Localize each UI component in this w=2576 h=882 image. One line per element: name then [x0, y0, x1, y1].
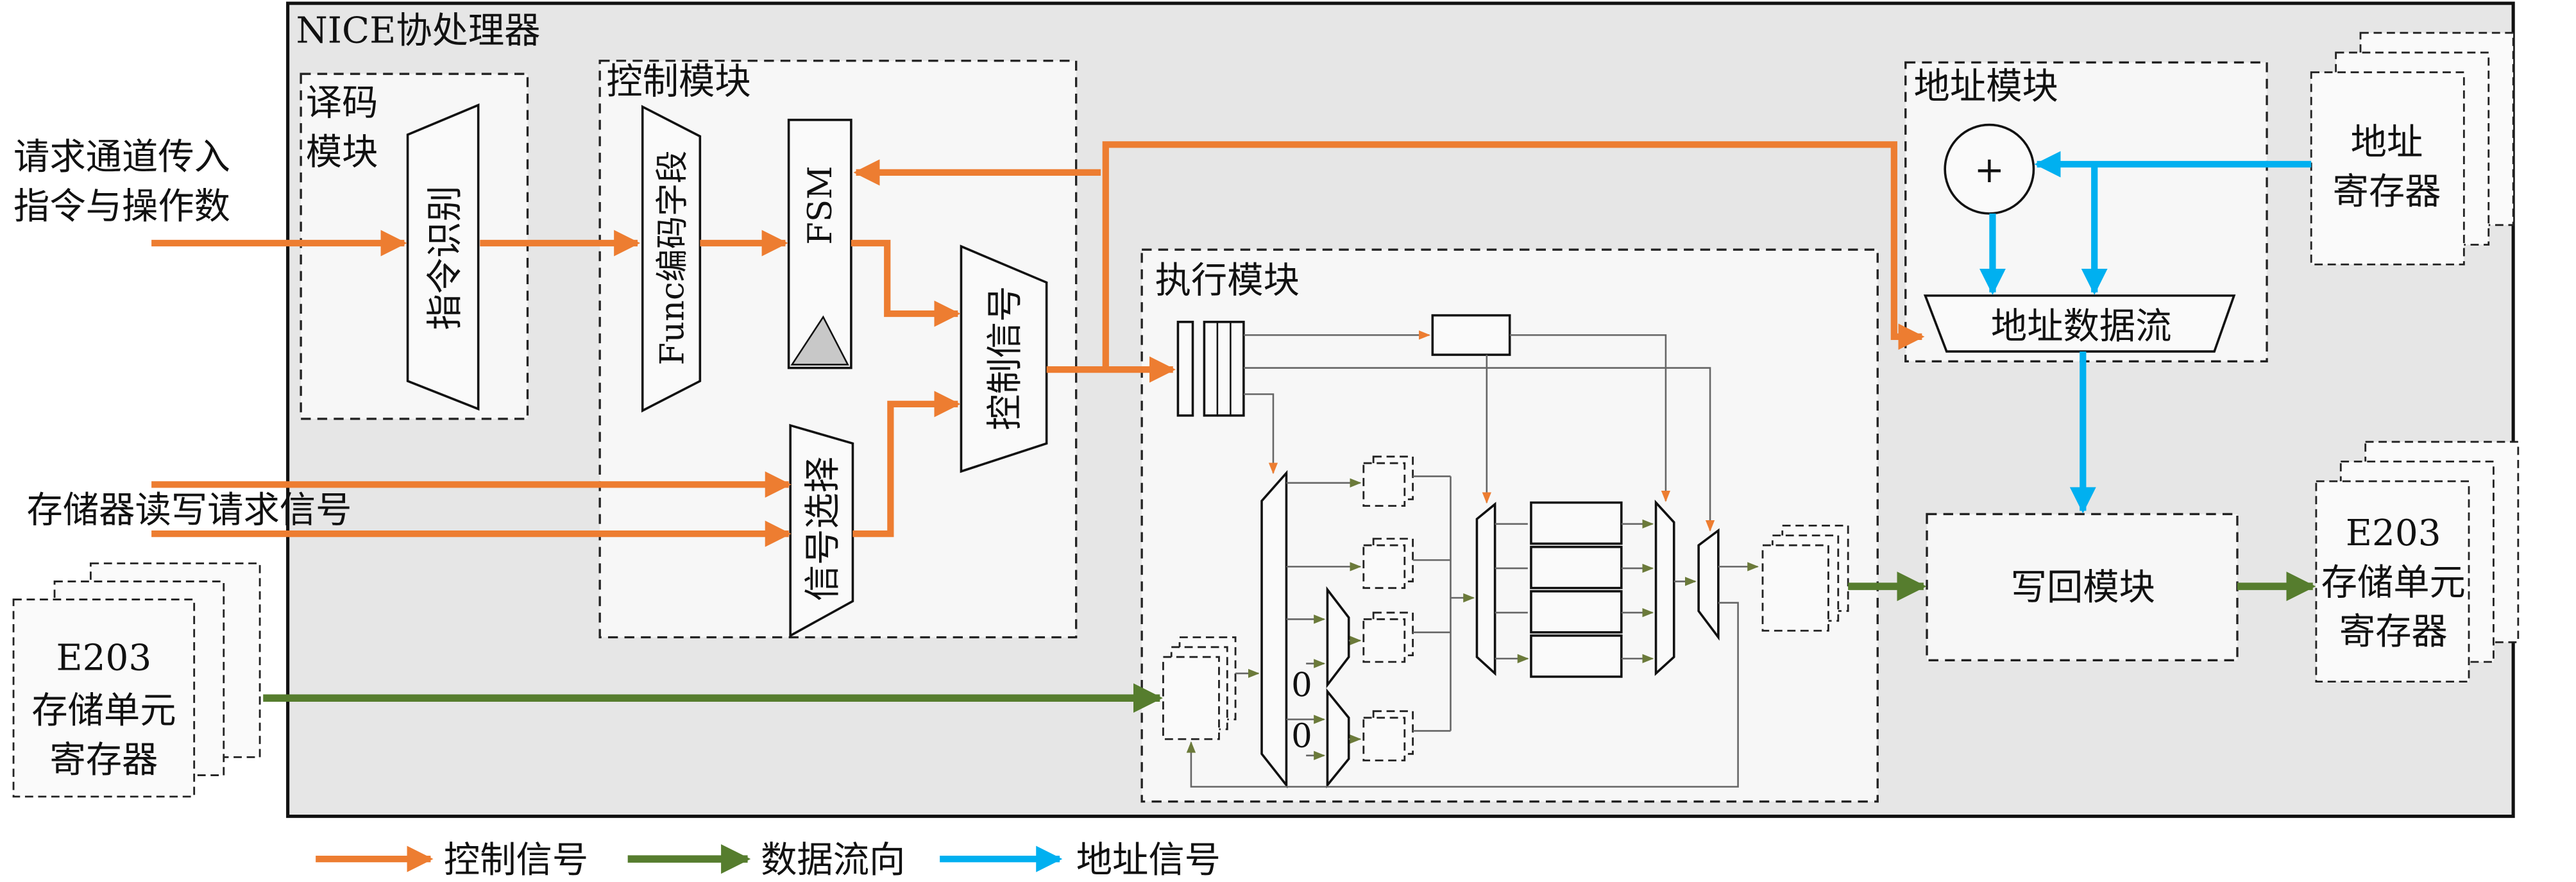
exec-wire: [1243, 393, 1278, 475]
fsm-clock-triangle-icon: [790, 315, 849, 366]
writeback-label: 写回模块: [2011, 567, 2155, 609]
mem-request-label: 存储器读写请求信号: [27, 489, 352, 531]
exec-output-stack-front: [1761, 544, 1829, 632]
exec-alu-1: [1530, 501, 1623, 545]
exec-wire: [1495, 523, 1528, 659]
control-signal-label: 控制信号: [985, 286, 1026, 430]
exec-mux-a: [1326, 586, 1350, 689]
exec-wire: [1243, 367, 1715, 532]
decode-label-1: 译码: [306, 82, 378, 124]
exec-feedback-wire: [1186, 602, 1739, 788]
control-to-address-arrow: [1102, 141, 1925, 370]
exec-alu-4: [1530, 634, 1623, 678]
request-input-label-2: 指令与操作数: [13, 186, 230, 228]
fsm-to-control-arrow: [851, 239, 961, 327]
exec-alu-3: [1530, 589, 1623, 634]
legend-control-label: 控制信号: [444, 840, 588, 881]
exec-opcode-register: [1176, 321, 1194, 417]
exec-mux-1: [1260, 470, 1288, 789]
buffer-stack-front: [1362, 544, 1406, 589]
exec-small-unit: [1431, 314, 1511, 356]
exec-wire: [1509, 334, 1671, 502]
func-field-label: Func编码字段: [654, 151, 692, 366]
exec-mux-3: [1654, 499, 1675, 676]
exec-buffer-stacks: [1362, 455, 1414, 761]
func-field-block: [641, 105, 702, 413]
exec-alu-2: [1530, 545, 1623, 589]
fsm-label: FSM: [801, 166, 840, 245]
exec-mux-2: [1475, 502, 1496, 676]
decode-label-2: 模块: [306, 131, 378, 173]
execute-label: 执行模块: [1155, 260, 1300, 301]
legend-address-label: 地址信号: [1076, 840, 1221, 881]
e203-right-label-1: E203: [2346, 513, 2441, 554]
zero-input-b: 0: [1291, 717, 1312, 756]
instr-recog-block: [406, 103, 480, 411]
exec-operand-register: [1203, 321, 1245, 417]
writeback-module: [1926, 513, 2239, 661]
exec-input-stack-front: [1162, 656, 1220, 740]
coprocessor-title: NICE协处理器: [296, 10, 540, 52]
buffer-stack-front: [1362, 618, 1406, 663]
control-label: 控制模块: [606, 61, 750, 103]
address-register-label-2: 寄存器: [2332, 171, 2441, 213]
buffer-stack-front: [1362, 717, 1406, 761]
e203-left-label-2: 存储单元: [31, 690, 176, 732]
legend: 控制信号 数据流向 地址信号: [316, 840, 1221, 881]
address-dataflow-label: 地址数据流: [1991, 305, 2172, 347]
signal-select-label: 信号选择: [802, 457, 843, 601]
e203-right-label-3: 寄存器: [2339, 611, 2448, 653]
address-register-front: [2310, 71, 2465, 266]
address-register-label-1: 地址: [2351, 122, 2423, 164]
e203-right-label-2: 存储单元: [2321, 562, 2466, 604]
buffer-stack-front: [1362, 462, 1406, 507]
e203-left-label-3: 寄存器: [49, 739, 158, 781]
legend-data-label: 数据流向: [761, 840, 905, 881]
exec-mux-4: [1697, 528, 1720, 641]
address-label: 地址模块: [1914, 66, 2058, 108]
request-input-label-1: 请求通道传入: [13, 137, 230, 178]
control-signal-block: [960, 244, 1048, 473]
signal-select-block: [789, 423, 854, 638]
zero-input-a: 0: [1291, 666, 1312, 705]
exec-bus: [1412, 475, 1452, 732]
address-dataflow-block: [1923, 294, 2236, 353]
adder-plus-icon: +: [1974, 149, 2004, 191]
instr-recog-label: 指令识别: [424, 185, 466, 330]
e203-left-label-1: E203: [56, 638, 152, 679]
exec-mux-b: [1326, 688, 1350, 788]
e203-left-front: [12, 598, 196, 798]
e203-right-front: [2315, 480, 2470, 683]
select-to-control-arrow: [852, 391, 961, 538]
